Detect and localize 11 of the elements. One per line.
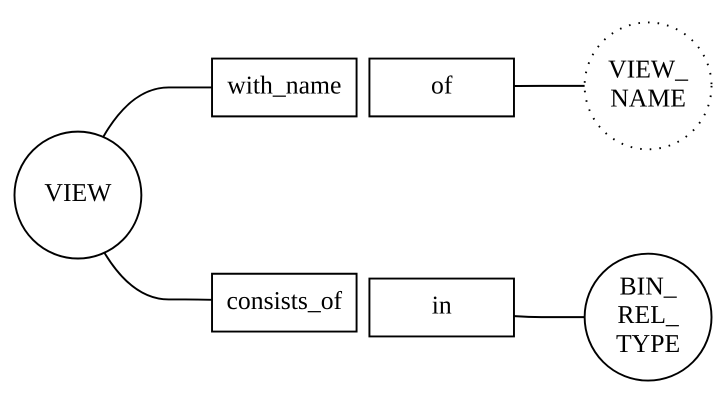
connector bbox=[514, 315, 585, 318]
node-box: consists_of bbox=[211, 272, 358, 333]
connector bbox=[102, 86, 212, 138]
node-box: of bbox=[368, 58, 515, 118]
node-circle: VIEW_ NAME bbox=[584, 21, 712, 150]
connector bbox=[104, 252, 212, 301]
node-box: with_name bbox=[211, 58, 358, 118]
node-circle: VIEW bbox=[14, 130, 142, 260]
node-circle: BIN_ REL_ TYPE bbox=[584, 252, 712, 382]
connector bbox=[514, 84, 585, 87]
node-box: in bbox=[368, 278, 515, 338]
